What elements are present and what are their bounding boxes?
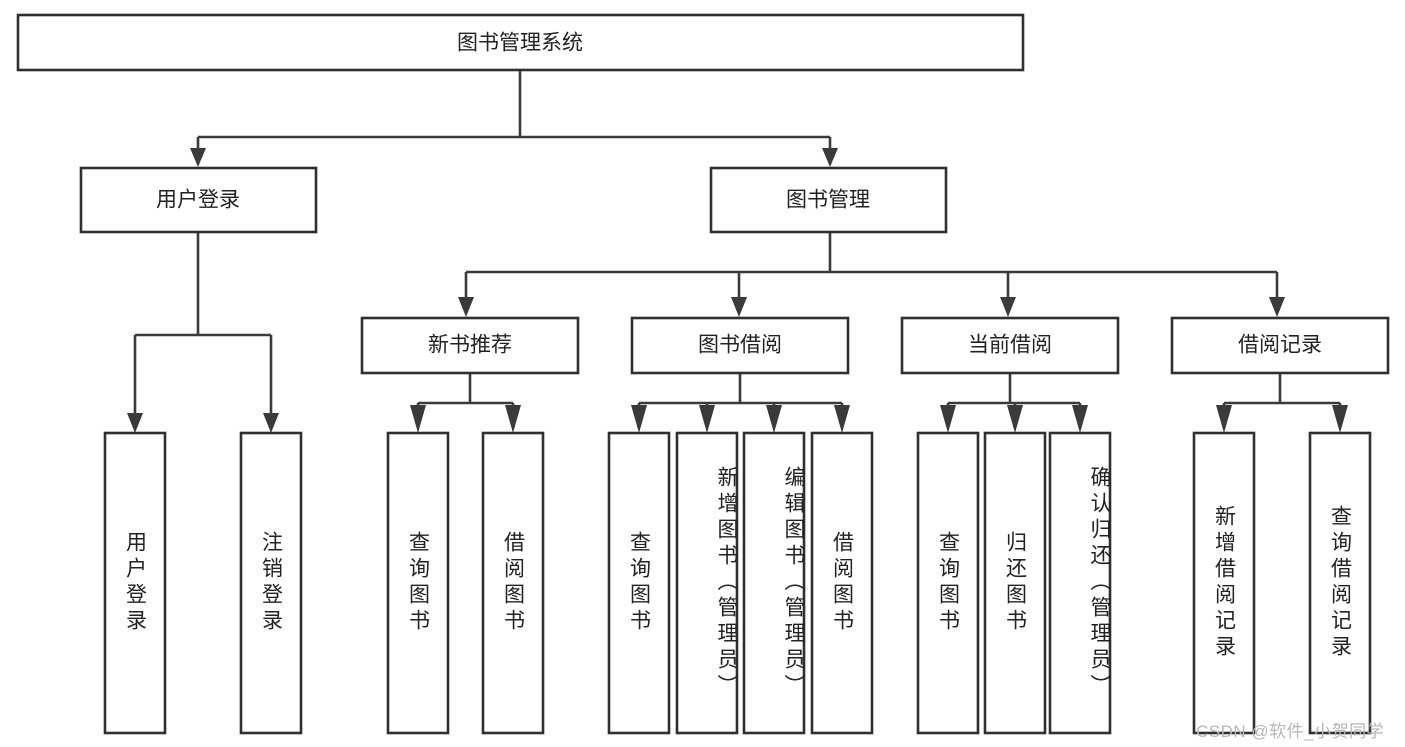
arrowhead-leaf-query-book-3 [940, 405, 956, 433]
node-borrow-record-label: 借阅记录 [1238, 334, 1322, 357]
leaf-box-logout-login[interactable] [239, 431, 303, 735]
arrowhead-leaf-add-book [699, 405, 715, 433]
node-new-book-recommend-box[interactable] [360, 316, 580, 375]
arrowhead-leaf-borrow-book-1 [505, 405, 521, 433]
connector-group-book-borrow [631, 372, 850, 433]
node-book-borrow-box[interactable] [630, 316, 850, 375]
node-user-login-label: 用户登录 [156, 189, 240, 212]
leaf-box-query-book-1[interactable] [386, 431, 450, 735]
arrowhead-leaf-confirm-return [1072, 405, 1088, 433]
arrowhead-leaf-query-book-1 [410, 405, 426, 433]
leaf-box-add-book[interactable] [675, 431, 739, 735]
node-current-borrow-label: 当前借阅 [968, 334, 1052, 357]
arrowhead-leaf-add-borrow-record [1216, 405, 1232, 433]
leaf-box-borrow-book-2[interactable] [810, 431, 874, 735]
arrowhead-user-login [190, 148, 206, 167]
leaf-box-user-login[interactable] [103, 431, 167, 735]
node-user-login-box[interactable] [79, 166, 318, 234]
arrowhead-leaf-query-borrow-record [1332, 405, 1348, 433]
node-book-management-label: 图书管理 [786, 189, 870, 212]
connector-group-book-management [458, 232, 1285, 317]
arrowhead-book-borrow [731, 297, 747, 317]
leaf-box-borrow-book-1[interactable] [481, 431, 545, 735]
arrowhead-new-book-recommend [458, 297, 474, 317]
node-user-login[interactable]: 用户登录 [79, 166, 318, 234]
node-root-box[interactable] [16, 13, 1025, 72]
node-current-borrow[interactable]: 当前借阅 [900, 316, 1120, 375]
node-book-management[interactable]: 图书管理 [709, 166, 948, 234]
node-book-borrow[interactable]: 图书借阅 [630, 316, 850, 375]
leaf-box-confirm-return[interactable] [1048, 431, 1112, 735]
arrowhead-book-management [822, 148, 838, 167]
arrowhead-leaf-query-book-2 [631, 405, 647, 433]
arrowhead-leaf-logout-login [263, 413, 279, 433]
node-book-borrow-label: 图书借阅 [698, 334, 782, 357]
node-book-management-box[interactable] [709, 166, 948, 234]
arrowhead-leaf-user-login [127, 413, 143, 433]
node-borrow-record-box[interactable] [1170, 316, 1390, 375]
connector-group-current-borrow [940, 372, 1088, 433]
arrowhead-leaf-borrow-book-2 [834, 405, 850, 433]
arrowhead-leaf-return-book [1007, 405, 1023, 433]
node-new-book-recommend-label: 新书推荐 [428, 334, 512, 357]
connector-group-root [190, 70, 838, 167]
connector-group-new-book-recommend [410, 372, 521, 433]
arrowhead-leaf-edit-book [766, 405, 782, 433]
leaf-box-return-book[interactable] [983, 431, 1047, 735]
leaf-box-add-borrow-record[interactable] [1192, 431, 1256, 735]
node-borrow-record[interactable]: 借阅记录 [1170, 316, 1390, 375]
leaf-boxes [103, 431, 1372, 735]
connector-group-user-login [127, 232, 279, 433]
connector-group-borrow-record [1216, 372, 1348, 433]
node-new-book-recommend[interactable]: 新书推荐 [360, 316, 580, 375]
leaf-box-query-borrow-record[interactable] [1308, 431, 1372, 735]
leaf-box-query-book-3[interactable] [916, 431, 980, 735]
node-root[interactable]: 图书管理系统 [16, 13, 1025, 72]
leaf-box-query-book-2[interactable] [607, 431, 671, 735]
arrowhead-current-borrow [1000, 297, 1016, 317]
node-current-borrow-box[interactable] [900, 316, 1120, 375]
arrowhead-borrow-record [1269, 297, 1285, 317]
csdn-watermark: CSDN @软件_小贺同学 [1196, 722, 1385, 741]
node-root-label: 图书管理系统 [457, 32, 583, 55]
leaf-box-edit-book[interactable] [742, 431, 806, 735]
